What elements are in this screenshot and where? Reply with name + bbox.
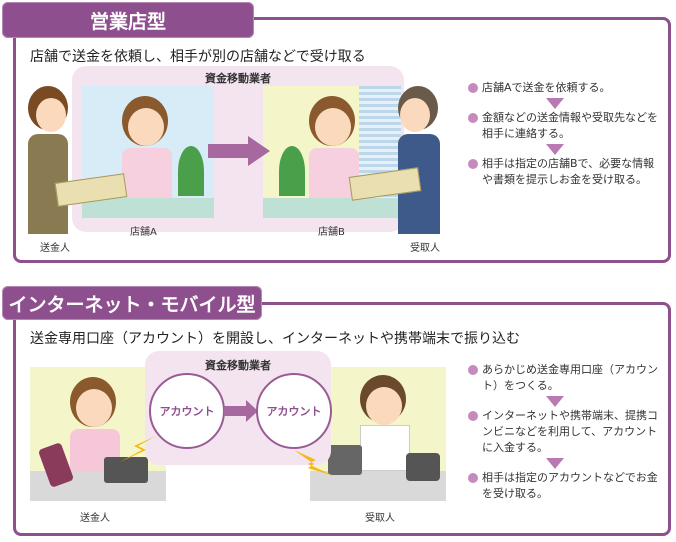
- sender-account: アカウント: [149, 373, 225, 449]
- store-steps: 店舗Aで送金を依頼する。 金額などの送金情報や受取先などを相手に連絡する。 相手…: [468, 80, 658, 188]
- step-3: 相手は指定のアカウントなどでお金を受け取る。: [468, 470, 664, 502]
- transfer-arrow-icon: [224, 400, 258, 422]
- sender-pc-illustration: [30, 367, 166, 501]
- down-arrow-icon: [546, 144, 564, 155]
- store-b-label: 店舗B: [318, 227, 345, 238]
- receiver-figure: [398, 86, 444, 236]
- receiver-label: 受取人: [410, 243, 440, 254]
- step-1: あらかじめ送金専用口座（アカウント）をつくる。: [468, 362, 664, 394]
- provider-label: 資金移動業者: [205, 359, 271, 372]
- step-2: 金額などの送金情報や受取先などを相手に連絡する。: [468, 110, 658, 142]
- section-store-subtitle: 店舗で送金を依頼し、相手が別の店舗などで受け取る: [30, 49, 366, 65]
- sender-account-label: アカウント: [159, 405, 215, 418]
- down-arrow-icon: [546, 98, 564, 109]
- sender-figure: [22, 86, 68, 236]
- internet-steps: あらかじめ送金専用口座（アカウント）をつくる。 インターネットや携帯端末、提携コ…: [468, 362, 664, 502]
- section-internet-title: インターネット・モバイル型: [2, 286, 262, 320]
- down-arrow-icon: [546, 396, 564, 407]
- step-2: インターネットや携帯端末、提携コンビニなどを利用して、アカウントに入金する。: [468, 408, 664, 456]
- lightning-icon: [120, 436, 156, 462]
- sender-label: 送金人: [80, 513, 110, 524]
- store-a-label: 店舗A: [130, 227, 157, 238]
- receiver-label: 受取人: [365, 513, 395, 524]
- receiver-account-label: アカウント: [266, 405, 322, 418]
- section-store-title: 営業店型: [2, 2, 254, 38]
- section-internet-subtitle: 送金専用口座（アカウント）を開設し、インターネットや携帯端末で振り込む: [30, 331, 520, 347]
- step-3: 相手は指定の店舗Bで、必要な情報や書類を提示しお金を受け取る。: [468, 156, 658, 188]
- provider-label: 資金移動業者: [205, 72, 271, 85]
- sender-label: 送金人: [40, 243, 70, 254]
- transfer-arrow-icon: [208, 136, 270, 166]
- lightning-icon: [294, 450, 334, 476]
- receiver-account: アカウント: [256, 373, 332, 449]
- receiver-pc-illustration: [310, 367, 446, 501]
- store-b-illustration: [263, 86, 401, 218]
- down-arrow-icon: [546, 458, 564, 469]
- step-1: 店舗Aで送金を依頼する。: [468, 80, 658, 96]
